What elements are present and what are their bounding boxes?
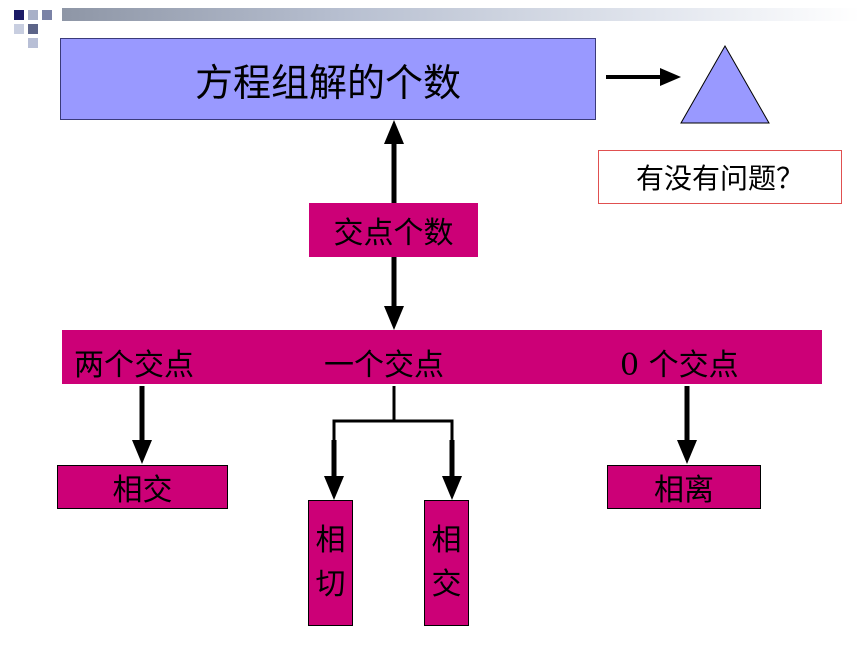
decor-square bbox=[28, 38, 38, 48]
result-intersect-mid-text: 相交 bbox=[431, 523, 462, 602]
result-intersect-left-text: 相交 bbox=[112, 473, 173, 508]
intersection-count-text: 交点个数 bbox=[333, 216, 454, 251]
case-one-intersection: 一个交点 bbox=[324, 348, 444, 383]
result-separate-text: 相离 bbox=[654, 473, 714, 508]
triangle-shape bbox=[680, 44, 770, 124]
case-zero-intersections: 0 个交点 bbox=[620, 348, 739, 383]
right-arrow-head bbox=[660, 68, 681, 86]
question-text: 有没有问题？ bbox=[635, 162, 804, 195]
decor-square bbox=[14, 10, 24, 20]
title-box: 方程组解的个数 bbox=[60, 38, 596, 120]
mid-left-head bbox=[324, 476, 344, 500]
intersection-count-box: 交点个数 bbox=[309, 203, 478, 257]
mid-right-head bbox=[442, 476, 462, 500]
up-arrow-head bbox=[384, 120, 404, 144]
cases-bar: 两个交点 一个交点 0 个交点 bbox=[62, 330, 822, 384]
right-branch-head bbox=[677, 440, 697, 464]
left-branch-head bbox=[132, 440, 152, 464]
result-intersect-left: 相交 bbox=[57, 465, 228, 509]
down-arrow-head bbox=[384, 306, 404, 330]
result-intersect-mid: 相交 bbox=[424, 500, 469, 626]
title-text: 方程组解的个数 bbox=[194, 60, 461, 105]
decor-square bbox=[28, 24, 38, 34]
case-two-intersections: 两个交点 bbox=[74, 348, 194, 383]
result-separate: 相离 bbox=[607, 465, 761, 509]
question-box: 有没有问题？ bbox=[598, 150, 842, 204]
header-stripe bbox=[62, 8, 860, 21]
decor-square bbox=[28, 10, 38, 20]
decor-square bbox=[14, 24, 24, 34]
decor-square bbox=[42, 10, 52, 20]
result-tangent-text: 相切 bbox=[315, 523, 346, 602]
mid-branch-fork bbox=[332, 419, 454, 441]
result-tangent: 相切 bbox=[308, 500, 353, 626]
